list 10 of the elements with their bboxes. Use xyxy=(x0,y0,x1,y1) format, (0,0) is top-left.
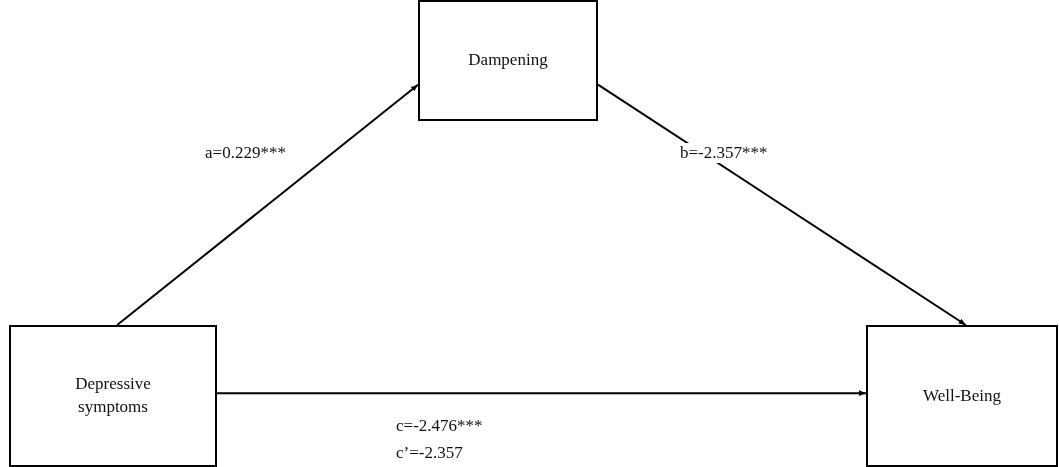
arrow xyxy=(116,83,419,326)
edge-label: b=-2.357*** xyxy=(680,143,768,163)
node-label: Dampening xyxy=(468,49,548,72)
arrow xyxy=(597,83,967,326)
node-label: Depressive symptoms xyxy=(74,373,152,418)
variable-box xyxy=(9,325,217,467)
variable-box xyxy=(866,325,1058,467)
arrow xyxy=(216,390,867,396)
variable-box xyxy=(418,0,598,121)
node-label: Well-Being xyxy=(923,384,1001,407)
